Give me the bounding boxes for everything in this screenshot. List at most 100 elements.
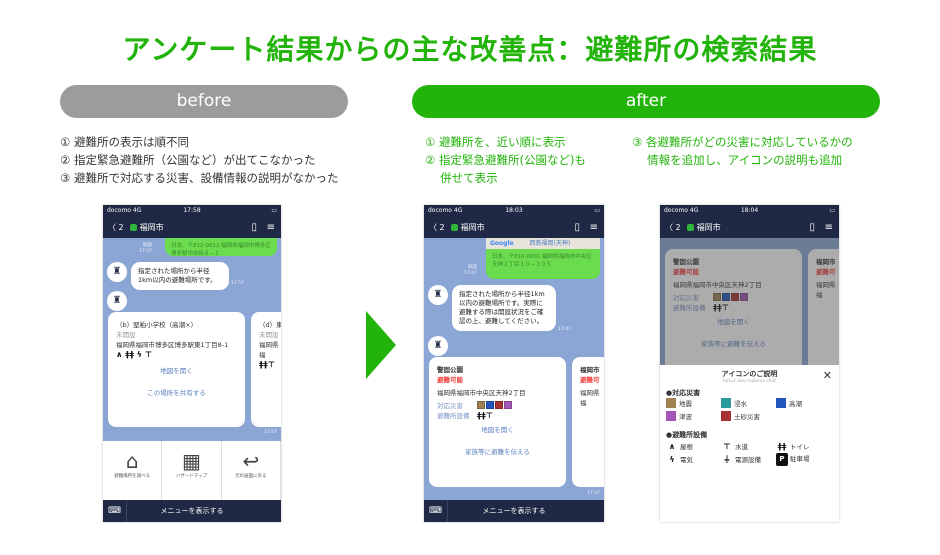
icon-legend-modal: アイコンのご説明 botv2.dev-mobilus.chat ✕ ●対応災害 …: [660, 365, 839, 522]
after-notes-right: ③ 各避難所がどの災害に対応しているかの 情報を追加し、アイコンの説明も追加: [632, 133, 853, 169]
note: ① 避難所の表示は順不同: [60, 135, 189, 149]
tsunami-icon: [504, 401, 512, 409]
plug-icon: ⏚: [723, 455, 731, 464]
legend-water: ⊤水道: [721, 440, 776, 453]
shelter-card: （d）東 未開設 福岡県福 ǂǂ⊤: [251, 312, 281, 427]
avatar: ♜: [107, 291, 127, 311]
clock: 18:04: [740, 207, 759, 214]
note: ③ 避難所で対応する災害、設備情報の説明がなかった: [60, 171, 339, 185]
shield-icon: [450, 224, 458, 231]
close-icon[interactable]: ✕: [822, 369, 832, 382]
shelter-address: 福岡県福: [259, 341, 279, 359]
storm-surge-icon: [776, 398, 786, 408]
menu-icon[interactable]: ≡: [589, 222, 598, 233]
legend-flood: 浸水: [721, 398, 776, 411]
keyboard-icon[interactable]: ⌨: [103, 500, 127, 522]
share-place-link[interactable]: この場所を共有する: [147, 389, 206, 397]
search-shelter-button[interactable]: ⌂避難場所を調べる: [103, 441, 163, 500]
legend-tsunami: 津波: [666, 411, 721, 424]
menu-icon[interactable]: ≡: [266, 222, 275, 233]
shelter-card: （b）堅粕小学校（高潮×） 未開設 福岡県福岡市博多区博多駅東1丁目8-1 ∧ …: [108, 312, 245, 427]
location-bubble: Google 西鉄福岡(天神) 日本、〒810-0001 福岡県福岡市中央区天神…: [486, 238, 600, 279]
map-thumbnail[interactable]: Google 西鉄福岡(天神): [486, 238, 600, 249]
shelter-card: 福岡市 避難可 福岡県福: [572, 357, 604, 487]
legend-power: ⏚電源設備: [723, 455, 761, 464]
rich-menu: ⌂避難場所を調べる ▦ハザードマップ ↩元の画面に戻る: [103, 441, 281, 500]
notes-icon[interactable]: ▯: [809, 222, 815, 233]
bot-message: 指定された場所から半径1km以内の避難場所です。: [131, 262, 229, 290]
disaster-label: 対応災害: [437, 402, 463, 410]
open-map-link[interactable]: 地図を開く: [717, 318, 750, 326]
modal-title: アイコンのご説明: [721, 370, 778, 378]
chat-header: 〈 2 福岡市 ▯ ≡: [103, 217, 281, 238]
message-time: 17:57: [264, 430, 277, 435]
earthquake-icon: [713, 293, 721, 301]
note: ① 避難所を、近い順に表示: [425, 135, 566, 149]
menu-bar[interactable]: ⌨メニューを表示する: [424, 500, 604, 522]
legend-landslide: 土砂災害: [721, 411, 801, 424]
notes-icon[interactable]: ▯: [251, 222, 257, 233]
shield-icon: [686, 224, 694, 231]
legend-earthquake: 地震: [666, 398, 721, 411]
back-button[interactable]: 〈 2: [108, 223, 124, 232]
bolt-icon: ϟ: [669, 455, 675, 464]
back-button[interactable]: 〈 2: [665, 223, 681, 232]
toilet-faucet-icons: ǂǂ⊤: [713, 303, 730, 312]
shelter-address: 福岡県福岡市博多区博多駅東1丁目8-1: [116, 341, 229, 349]
shelter-name: 警固公園: [437, 366, 463, 374]
notes-icon[interactable]: ▯: [574, 222, 580, 233]
facility-heading: ●避難所設備: [666, 431, 708, 439]
disaster-heading: ●対応災害: [666, 389, 701, 397]
message-time: 17:57: [231, 281, 244, 286]
shelter-status: 未開設: [116, 331, 136, 339]
menu-bar[interactable]: ⌨メニューを表示する: [103, 500, 281, 522]
arrow-right-icon: [366, 311, 396, 379]
clock: 17:58: [183, 207, 201, 214]
tell-family-link[interactable]: 家族等に避難を伝える: [701, 340, 766, 348]
back-button[interactable]: 〈 2: [429, 223, 445, 232]
hazard-map-button[interactable]: ▦ハザードマップ: [162, 441, 222, 500]
chat-name: 福岡市: [460, 223, 485, 232]
menu-icon[interactable]: ≡: [824, 222, 833, 233]
toilet-icon: ǂǂ: [777, 442, 787, 451]
toilet-faucet-icons: ǂǂ⊤: [477, 411, 494, 420]
facility-icons: ǂǂ⊤: [259, 360, 276, 369]
message-time: 17:47: [587, 491, 600, 496]
before-notes: ① 避難所の表示は順不同 ② 指定緊急避難所（公園など）が出てこなかった ③ 避…: [60, 133, 338, 187]
avatar: ♜: [107, 262, 127, 282]
legend-storm-surge: 高潮: [776, 398, 831, 411]
carrier: docomo: [107, 207, 131, 214]
earthquake-icon: [666, 398, 676, 408]
modal-domain: botv2.dev-mobilus.chat: [722, 379, 777, 384]
note: 情報を追加し、アイコンの説明も追加: [632, 153, 843, 167]
landslide-icon: [721, 411, 731, 421]
chat-name: 福岡市: [139, 223, 164, 232]
storm-surge-icon: [722, 293, 730, 301]
shield-icon: [129, 224, 137, 231]
landslide-icon: [495, 401, 503, 409]
note: ③ 各避難所がどの災害に対応しているかの: [632, 135, 853, 149]
facility-icons: ∧ ǂǂ ϟ ⊤: [116, 350, 153, 359]
tell-family-link[interactable]: 家族等に避難を伝える: [465, 448, 530, 456]
after-notes-left: ① 避難所を、近い順に表示 ② 指定緊急避難所(公園など)も 併せて表示: [425, 133, 586, 187]
shelter-name: （d）東: [259, 321, 281, 329]
location-address: 日本、〒810-0001 福岡県福岡市中央区天神２丁目１０−３０５: [492, 254, 592, 268]
flood-icon: [721, 398, 731, 408]
keyboard-icon[interactable]: ⌨: [424, 500, 448, 522]
facility-label: 避難所設備: [437, 412, 470, 420]
disaster-legend: 地震 浸水 高潮 津波 土砂災害: [666, 398, 833, 424]
open-map-link[interactable]: 地図を開く: [160, 367, 193, 375]
open-map-link[interactable]: 地図を開く: [481, 426, 514, 434]
faucet-icon: ⊤: [723, 442, 731, 451]
shelter-status: 避難可能: [437, 376, 463, 384]
return-button[interactable]: ↩元の画面に戻る: [222, 441, 281, 500]
